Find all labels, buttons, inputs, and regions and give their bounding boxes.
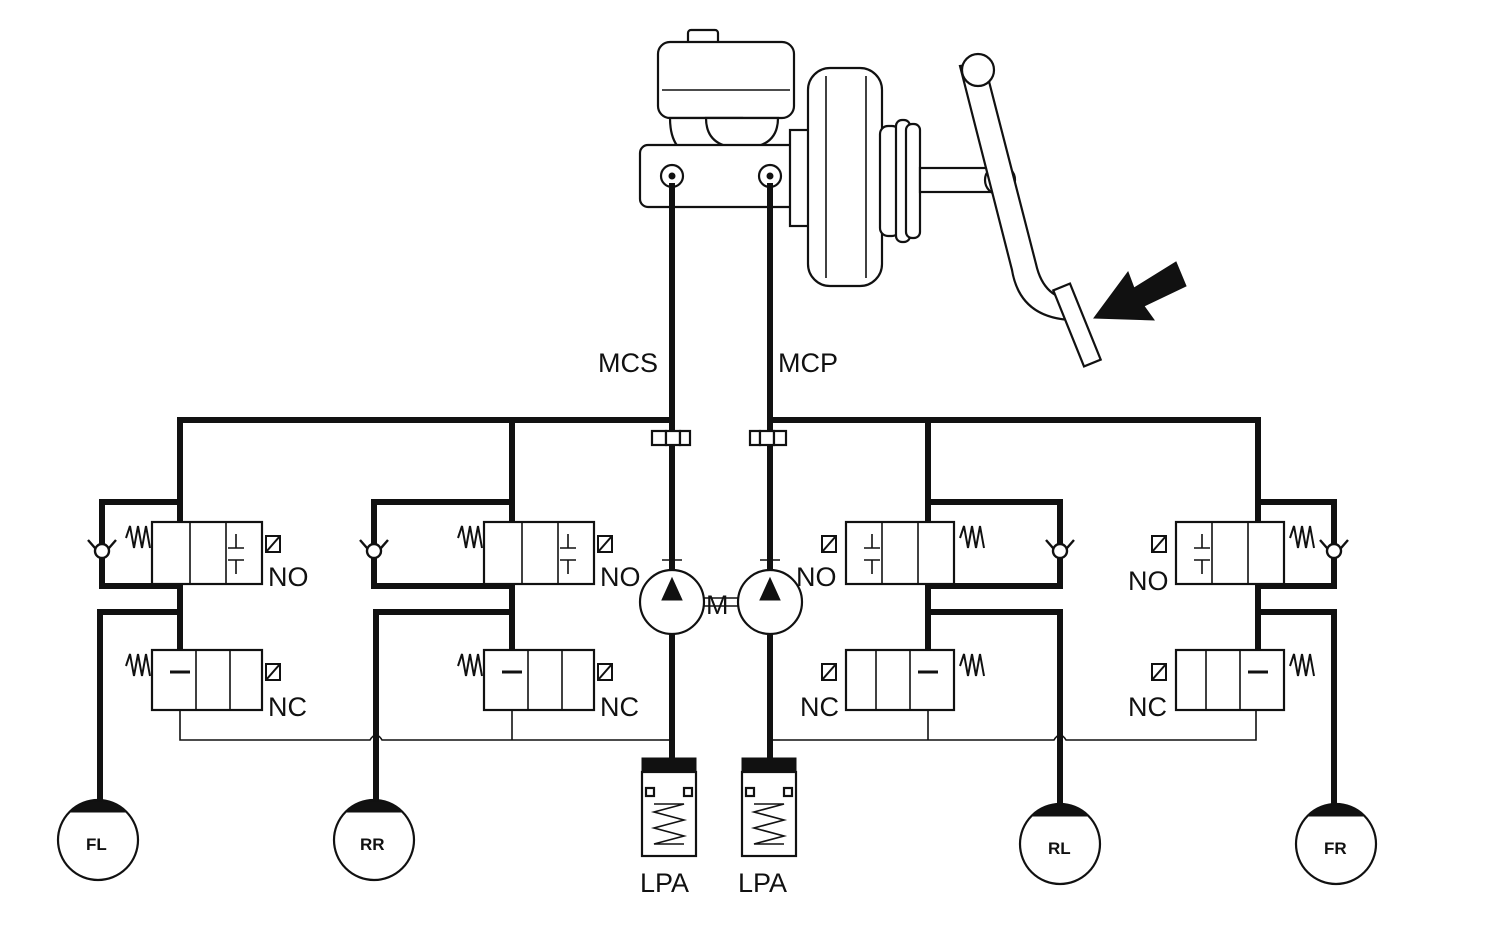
inlet-valve-rr [457, 520, 613, 586]
wheel-rl [1018, 802, 1102, 886]
outlet-valve-rr [457, 648, 613, 712]
pump-primary [736, 559, 804, 636]
inlet-valve-fl [125, 520, 281, 586]
wheel-rr [332, 798, 416, 882]
inlet-valve-fr [1151, 520, 1315, 586]
wheel-fr [1294, 802, 1378, 886]
label-mcp: MCP [778, 348, 838, 378]
label-wheel-fl: FL [86, 835, 107, 854]
lpa-primary [740, 757, 798, 858]
label-motor: M [706, 590, 729, 620]
inlet-valve-rl [821, 520, 985, 586]
outlet-valve-fl [125, 648, 281, 712]
label-wheel-rl: RL [1048, 839, 1071, 858]
label-no-rr: NO [600, 562, 641, 592]
label-nc-fr: NC [1128, 692, 1167, 722]
label-lpa-primary: LPA [738, 868, 787, 898]
label-no-rl: NO [796, 562, 837, 592]
label-nc-fl: NC [268, 692, 307, 722]
pump-secondary [638, 559, 706, 636]
lpa-secondary [640, 757, 698, 858]
line-orifices [650, 429, 788, 447]
label-wheel-rr: RR [360, 835, 385, 854]
master-cylinder-assembly [638, 28, 1187, 368]
label-wheel-fr: FR [1324, 839, 1347, 858]
wheel-fl [56, 798, 140, 882]
label-nc-rr: NC [600, 692, 639, 722]
label-nc-rl: NC [800, 692, 839, 722]
label-no-fr: NO [1128, 566, 1169, 596]
label-no-fl: NO [268, 562, 309, 592]
label-lpa-secondary: LPA [640, 868, 689, 898]
outlet-valve-rl [821, 648, 985, 712]
return-lines [179, 708, 1257, 741]
outlet-valve-fr [1151, 648, 1315, 712]
label-mcs: MCS [598, 348, 658, 378]
